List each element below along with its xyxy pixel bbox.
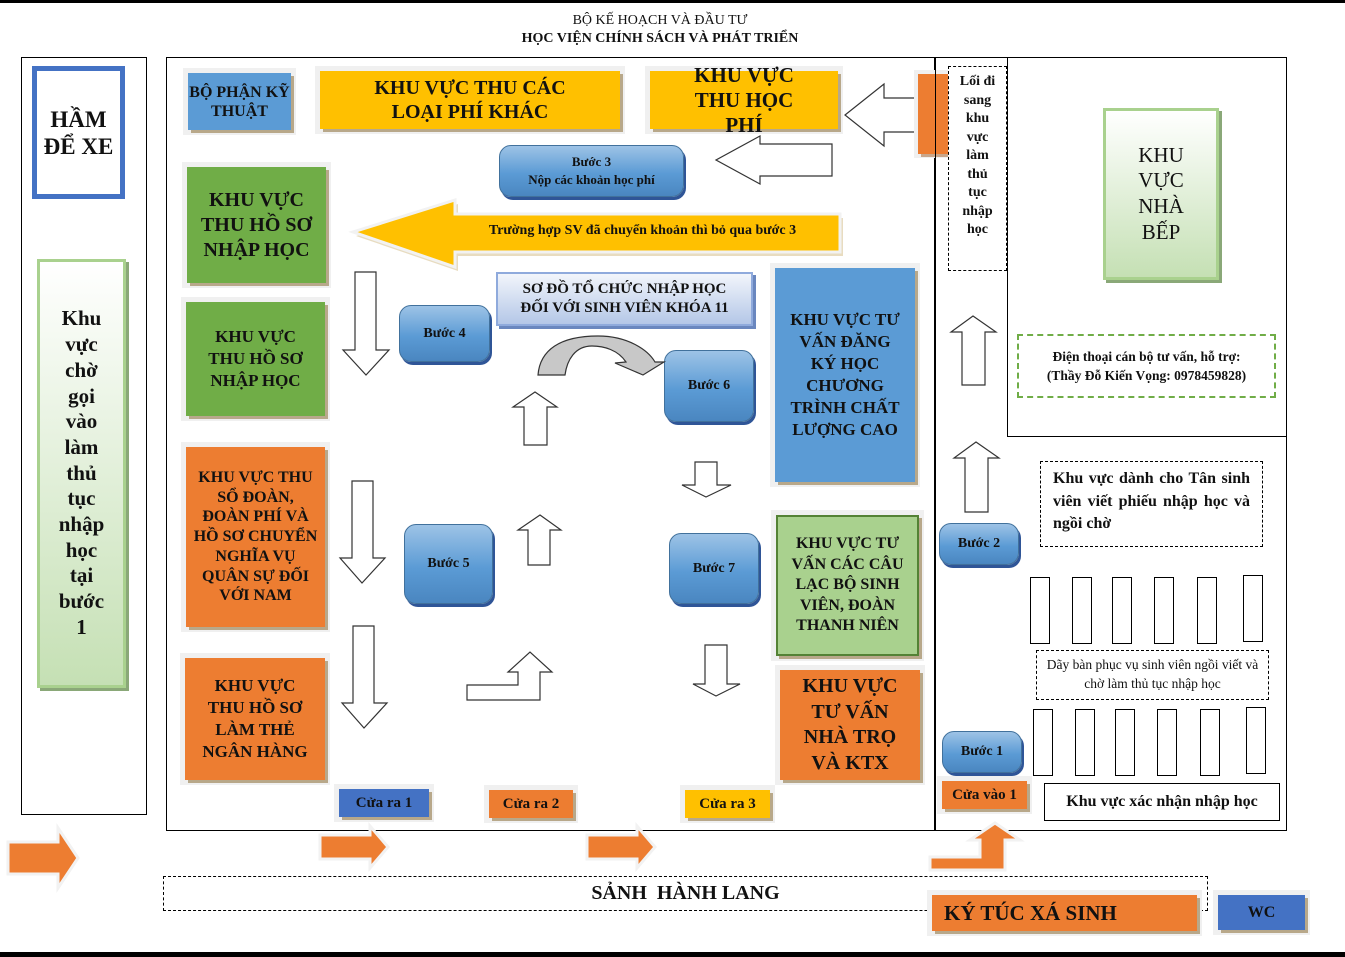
desk [1154,577,1174,644]
desk [1243,575,1263,642]
step-3[interactable]: Bước 3 Nộp các khoản học phí [499,145,684,197]
documents-area-2: KHU VỰC THU HỒ SƠ NHẬP HỌC [186,302,325,416]
exit-1[interactable]: Cửa ra 1 [339,789,429,817]
step-6[interactable]: Bước 6 [664,350,754,422]
support-contact: Điện thoại cán bộ tư vấn, hỗ trợ: (Thầy … [1017,334,1276,398]
union-military-area: KHU VỰC THU SỔ ĐOÀN, ĐOÀN PHÍ VÀ HỒ SƠ C… [186,447,325,627]
step-3-title: Bước 3 [571,154,612,169]
step-7[interactable]: Bước 7 [669,533,759,604]
step-5[interactable]: Bước 5 [404,524,493,604]
hq-program-area: KHU VỰC TƯ VẤN ĐĂNG KÝ HỌC CHƯƠNG TRÌNH … [775,268,915,482]
support-label: Điện thoại cán bộ tư vấn, hỗ trợ: [1052,349,1241,364]
arrow-up-icon [511,391,559,446]
housing-area: KHU VỰC TƯ VẤN NHÀ TRỌ VÀ KTX [780,670,920,780]
desk [1030,577,1050,644]
arrow-down-icon [681,461,732,498]
kitchen-room [1007,57,1287,437]
desk [1112,577,1132,644]
curved-arrow-icon [537,335,667,376]
exit-2[interactable]: Cửa ra 2 [489,790,573,818]
arrow-up-icon [516,514,563,566]
arrow-down-icon [692,644,741,697]
step-3-desc: Nộp các khoản học phí [528,172,655,187]
entrance-1[interactable]: Cửa vào 1 [942,781,1027,809]
side-door-marker [918,74,948,154]
hallway: SẢNH HÀNH LANG [163,876,1208,911]
support-phone[interactable]: (Thầy Đỗ Kiến Vọng: 0978459828) [1046,368,1247,383]
skip-arrow-shape [348,197,842,270]
clubs-area: KHU VỰC TƯ VẤN CÁC CÂU LẠC BỘ SINH VIÊN,… [776,515,919,656]
passage-note: Lối đi sang khu vực làm thủ tục nhập học [948,66,1007,271]
desk [1246,707,1266,774]
exit-3[interactable]: Cửa ra 3 [685,790,770,818]
arrow-right-orange-icon [318,821,390,873]
main-hall [166,57,935,831]
desk [1157,709,1177,776]
bank-card-area: KHU VỰC THU HỒ SƠ LÀM THẺ NGÂN HÀNG [185,658,325,780]
other-fees-area: KHU VỰC THU CÁC LOẠI PHÍ KHÁC [320,71,620,129]
arrow-down-icon [341,271,391,376]
arrow-down-icon [338,480,387,584]
desk-row-label: Dãy bàn phục vụ sinh viên ngồi viết và c… [1036,650,1269,700]
tech-dept-area: BỘ PHẬN KỸ THUẬT [188,73,291,130]
step-1[interactable]: Bước 1 [942,731,1022,773]
arrow-right-orange-icon [585,821,657,873]
ministry-name: BỘ KẾ HOẠCH VÀ ĐẦU TƯ [572,13,748,28]
kitchen-area: KHU VỰC NHÀ BẾP [1103,108,1219,280]
step-4[interactable]: Bước 4 [399,305,490,362]
desk [1033,709,1053,776]
wc: WC [1218,895,1305,930]
tuition-area: KHU VỰC THU HỌC PHÍ [650,63,838,137]
writing-area: Khu vực dành cho Tân sinh viên viết phiế… [1040,461,1263,547]
dormitory: KÝ TÚC XÁ SINH [932,895,1197,931]
desk [1200,709,1220,776]
arrow-bent-up-icon [466,651,554,701]
step-2[interactable]: Bước 2 [939,523,1019,565]
parking-area: HẦM ĐỂ XE [32,66,125,199]
waiting-area: Khu vực chờ gọi vào làm thủ tục nhập học… [37,259,126,688]
academy-name: HỌC VIỆN CHÍNH SÁCH VÀ PHÁT TRIỂN [521,31,799,46]
arrow-up-icon [952,441,1001,513]
arrow-down-icon [340,625,389,729]
arrow-left-icon [714,134,833,186]
desk [1197,577,1217,644]
bottom-border [0,952,1345,957]
left-zone [21,57,147,815]
arrow-up-icon [949,315,998,386]
top-border [0,0,1345,3]
confirm-area: Khu vực xác nhận nhập học [1044,783,1280,821]
desk [1115,709,1135,776]
arrow-bent-up-orange-icon [928,821,1025,872]
arrow-left-icon [844,82,919,148]
arrow-right-orange-icon [6,823,80,893]
skip-note: Trường hợp SV đã chuyển khoản thì bỏ qua… [488,223,797,238]
desk [1072,577,1092,644]
documents-area-1: KHU VỰC THU HỒ SƠ NHẬP HỌC [187,167,326,283]
desk [1075,709,1095,776]
page-header: BỘ KẾ HOẠCH VÀ ĐẦU TƯ HỌC VIỆN CHÍNH SÁC… [380,12,940,48]
diagram-title: SƠ ĐỒ TỔ CHỨC NHẬP HỌC ĐỐI VỚI SINH VIÊN… [496,272,753,326]
right-zone [935,57,1287,831]
skip-arrow [348,197,843,271]
